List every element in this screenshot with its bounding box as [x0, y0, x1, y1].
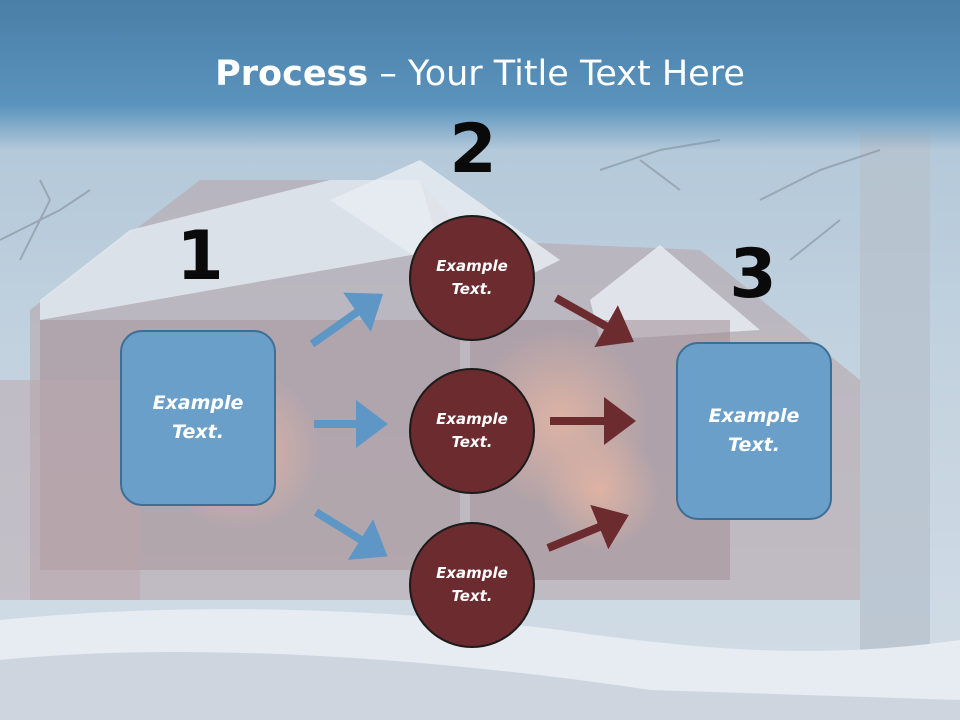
step-number-2: 2 [449, 110, 497, 189]
step-2-circle-bottom-text: Example Text. [436, 564, 508, 605]
step-2-circle-bottom[interactable]: Example Text. [409, 522, 535, 648]
step-2-circle-top[interactable]: Example Text. [409, 215, 535, 341]
step-2-circle-middle[interactable]: Example Text. [409, 368, 535, 494]
step-number-1: 1 [176, 217, 224, 296]
arrow-top-to-3 [554, 294, 634, 348]
title-bold: Process [215, 54, 369, 94]
arrow-1-to-bottom [313, 508, 388, 560]
step-2-circle-top-text: Example Text. [436, 257, 508, 298]
slide-title: Process – Your Title Text Here [0, 52, 960, 96]
title-bar [0, 0, 960, 150]
arrow-1-to-top [309, 292, 384, 348]
step-3-text: Example Text. [708, 405, 800, 456]
step-1-text: Example Text. [152, 392, 244, 443]
step-3-box[interactable]: Example Text. [676, 342, 832, 520]
step-2-circle-middle-text: Example Text. [436, 410, 508, 451]
title-rest: – Your Title Text Here [368, 54, 745, 94]
step-1-box[interactable]: Example Text. [120, 330, 276, 506]
step-number-3: 3 [729, 235, 777, 314]
arrow-bottom-to-3 [546, 504, 629, 552]
